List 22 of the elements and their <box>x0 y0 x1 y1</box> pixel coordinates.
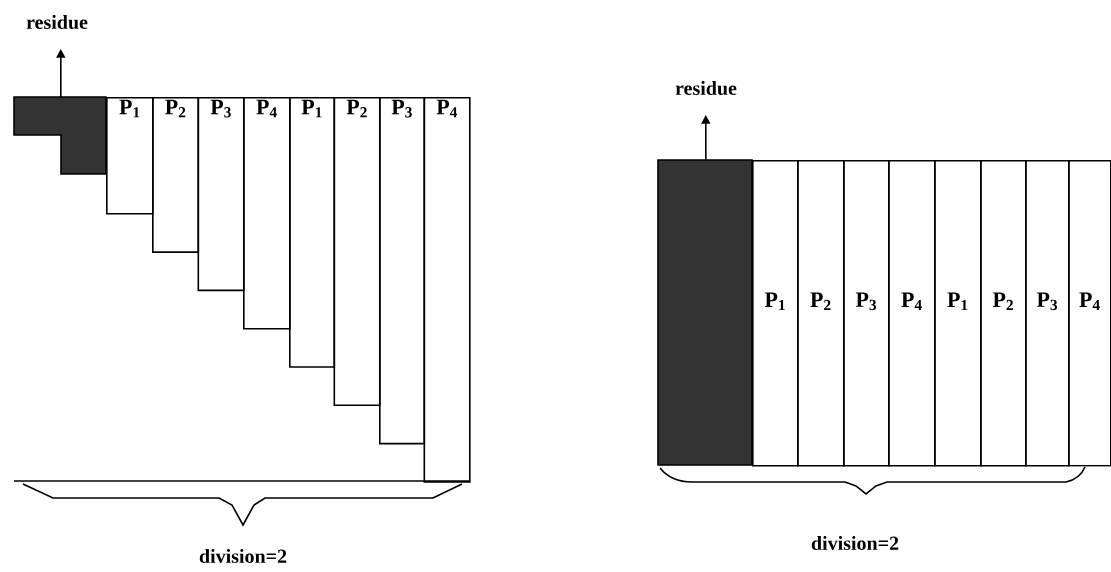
residue-block <box>13 96 107 175</box>
column-box: P$_{1}$ <box>106 97 154 215</box>
column-box: P$_{3}$ <box>843 160 890 467</box>
column-box: P$_{2}$ <box>152 97 200 253</box>
column-box: P$_{4}$ <box>1068 160 1111 467</box>
residue-label: residue <box>675 80 737 96</box>
column-box: P$_{4}$ <box>243 97 291 330</box>
column-box: P$_{3}$ <box>379 97 426 445</box>
column-box: P$_{4}$ <box>423 97 471 483</box>
column-box: P$_{3}$ <box>197 97 245 292</box>
column-box: P$_{3}$ <box>1025 160 1070 467</box>
column-box: P$_{1}$ <box>289 97 336 368</box>
caption-label: division=2 <box>811 535 899 550</box>
column-box: P$_{4}$ <box>888 160 936 467</box>
residue-block <box>657 159 753 466</box>
column-box: P$_{1}$ <box>752 160 799 467</box>
column-box: P$_{2}$ <box>980 160 1027 467</box>
caption-label: division=2 <box>199 548 287 563</box>
column-box: P$_{1}$ <box>934 160 982 467</box>
column-box: P$_{2}$ <box>797 160 845 467</box>
column-box: P$_{2}$ <box>333 97 381 407</box>
residue-label: residue <box>26 14 88 30</box>
